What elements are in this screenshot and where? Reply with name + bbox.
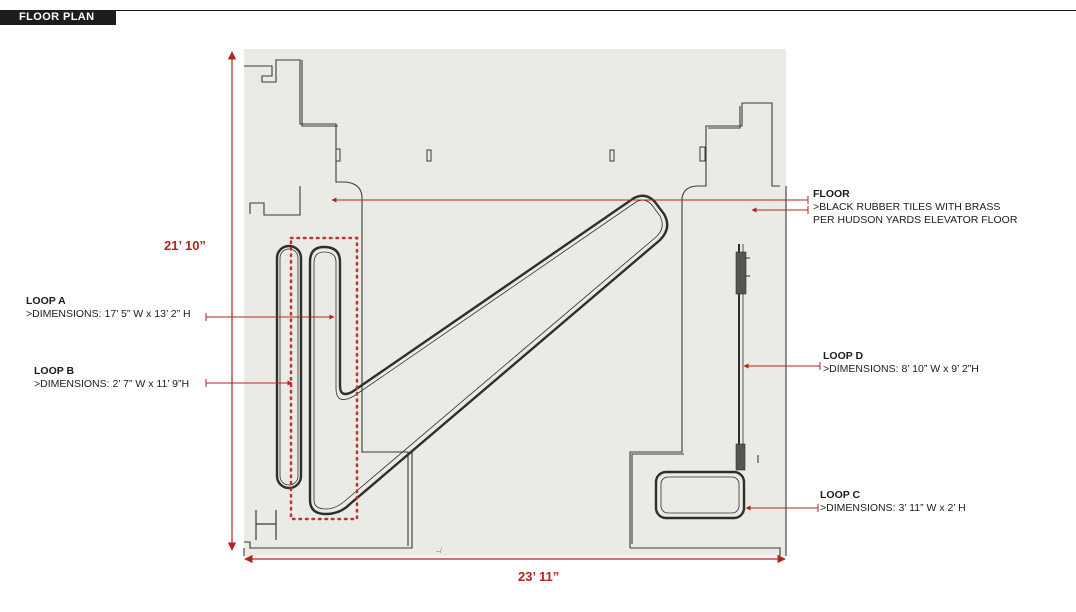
loop-d-title: LOOP D [823,350,864,362]
loop-c-title: LOOP C [820,489,861,501]
plan-small-mark: –/ [436,548,442,555]
loop-c-track [654,470,746,520]
header-rule [116,10,1076,11]
loop-a-dimensions: >DIMENSIONS: 17’ 5” W x 13’ 2” H [26,308,191,320]
loop-a-dotted-outline [289,236,359,521]
plan-paper [244,49,786,556]
loop-b-label: LOOP B >DIMENSIONS: 2’ 7” W x 11’ 9”H [34,365,189,391]
loop-c-dimensions: >DIMENSIONS: 3’ 11” W x 2’ H [820,502,966,514]
plan-openings [335,146,706,162]
h-fixture [255,510,277,540]
width-dimension-label: 23’ 11” [518,569,560,584]
floor-label-title: FLOOR [813,188,850,200]
leader-ticks [205,196,821,512]
section-header: FLOOR PLAN [0,10,116,25]
floor-label: FLOOR >BLACK RUBBER TILES WITH BRASS PER… [813,188,1017,227]
loop-d-dimensions: >DIMENSIONS: 8’ 10” W x 9’ 2”H [823,363,979,375]
loop-c-label: LOOP C >DIMENSIONS: 3’ 11” W x 2’ H [820,489,966,515]
loop-b-track [275,244,303,490]
loop-a-label: LOOP A >DIMENSIONS: 17’ 5” W x 13’ 2” H [26,295,191,321]
loop-a-title: LOOP A [26,295,66,307]
loop-a-track [308,194,669,516]
loop-b-title: LOOP B [34,365,75,377]
floor-label-line1: >BLACK RUBBER TILES WITH BRASS [813,201,1001,213]
loop-d-track [735,244,759,471]
floor-label-line2: PER HUDSON YARDS ELEVATOR FLOOR [813,214,1018,226]
loop-d-label: LOOP D >DIMENSIONS: 8’ 10” W x 9’ 2”H [823,350,979,376]
plan-walls [243,59,787,556]
height-dimension-label: 21’ 10” [164,238,206,253]
section-title: FLOOR PLAN [19,11,95,23]
loop-b-dimensions: >DIMENSIONS: 2’ 7” W x 11’ 9”H [34,378,190,390]
leader-lines [206,197,820,511]
